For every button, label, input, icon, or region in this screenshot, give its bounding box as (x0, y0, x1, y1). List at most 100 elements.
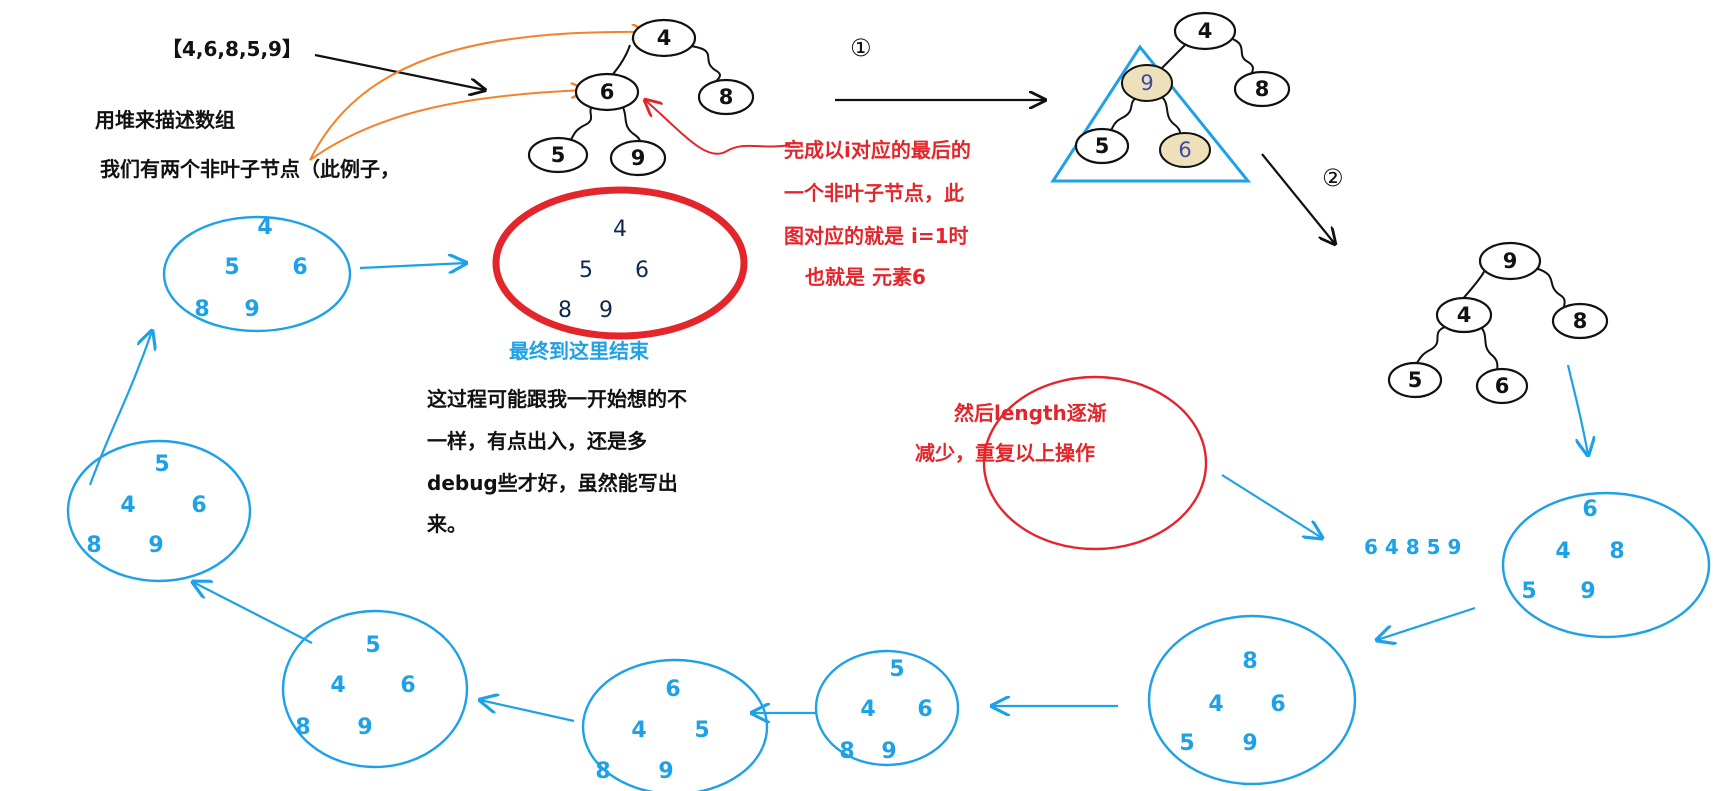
step2-to-heap1-arrow (1566, 364, 1588, 455)
heap4-top: 6 (665, 677, 680, 702)
description-line-1: 用堆来描述数组 (95, 108, 235, 132)
tree-initial-left-left: 5 (551, 143, 566, 167)
red-note: 完成以i对应的最后的 一个非叶子节点，此 图对应的就是 i=1时 也就是 元素6 (784, 138, 971, 289)
description-line-2: 我们有两个非叶子节点（此例子， (100, 157, 400, 181)
final-bottom-right: 9 (599, 298, 613, 323)
red-ellipse-line-1: 然后length逐渐 (954, 401, 1107, 425)
tree-step1-left-left: 5 (1095, 134, 1110, 158)
heap4-to-heap5-arrow (480, 700, 575, 723)
heap1-mid-left: 4 (1555, 539, 1570, 564)
final-state: 4 5 6 8 9 (492, 186, 748, 340)
heap2-bottom-left: 5 (1179, 731, 1194, 756)
black-note-line-4: 来。 (426, 512, 467, 536)
tree-step2-right: 8 (1573, 309, 1588, 333)
tree-initial-left-right: 9 (631, 146, 646, 170)
tree-initial: 4 6 8 5 9 (527, 18, 755, 177)
heap1-mid-right: 8 (1609, 539, 1624, 564)
heap6-to-heap7-arrow (88, 331, 152, 486)
heap6-mid-left: 4 (120, 493, 135, 518)
heap7-bottom-left: 8 (194, 297, 209, 322)
red-pointer-to-node6 (645, 100, 791, 155)
heap7-mid-left: 5 (224, 255, 239, 280)
heap-state-4: 6 4 5 8 9 (581, 658, 769, 791)
tree-step2-left-right: 6 (1495, 374, 1510, 398)
heap4-bottom-right: 9 (658, 759, 673, 784)
step-1-marker: ① (850, 34, 872, 62)
black-note-line-3: debug些才好，虽然能写出 (427, 471, 678, 495)
heap3-bottom-left: 8 (839, 739, 854, 764)
heap-state-6: 5 4 6 8 9 (66, 439, 252, 583)
heap-state-5: 5 4 6 8 9 (281, 609, 469, 769)
final-bottom-left: 8 (558, 298, 572, 323)
red-note-line-4: 也就是 元素6 (805, 265, 926, 289)
heap2-bottom-right: 9 (1242, 731, 1257, 756)
tree-step1-left: 9 (1140, 71, 1153, 95)
red-note-line-1: 完成以i对应的最后的 (784, 138, 971, 162)
final-caption: 最终到这里结束 (509, 339, 650, 363)
heap3-mid-right: 6 (917, 697, 932, 722)
red-note-line-2: 一个非叶子节点，此 (784, 181, 964, 205)
heap1-to-heap2-arrow (1377, 606, 1476, 640)
red-note-to-sequence-arrow (1221, 474, 1322, 538)
heap3-bottom-right: 9 (881, 739, 896, 764)
heap-state-3: 5 4 6 8 9 (814, 649, 960, 767)
tree-step1: 4 9 8 5 6 (1050, 11, 1291, 183)
array-label: 【4,6,8,5,9】 (162, 37, 302, 61)
heap6-bottom-left: 8 (86, 533, 101, 558)
heap7-top: 4 (257, 215, 272, 240)
step-2-marker: ② (1322, 164, 1344, 192)
heap7-to-final-arrow (359, 263, 466, 268)
heap-state-7: 4 5 6 8 9 (162, 215, 352, 333)
heap4-mid-right: 5 (694, 718, 709, 743)
heap6-top: 5 (154, 452, 169, 477)
tree-initial-root: 4 (657, 26, 672, 50)
tree-step2-left: 4 (1457, 303, 1472, 327)
tree-initial-right: 8 (719, 85, 734, 109)
heap5-top: 5 (365, 633, 380, 658)
heap5-mid-left: 4 (330, 673, 345, 698)
tree-step1-left-right: 6 (1178, 138, 1191, 162)
heap3-top: 5 (889, 657, 904, 682)
heap-state-2: 8 4 6 5 9 (1147, 614, 1357, 786)
heap1-bottom-right: 9 (1580, 579, 1595, 604)
heap4-mid-left: 4 (631, 718, 646, 743)
heap2-mid-left: 4 (1208, 692, 1223, 717)
sequence-text: 6 4 8 5 9 (1364, 535, 1461, 559)
black-note-line-1: 这过程可能跟我一开始想的不 (427, 387, 687, 411)
tree-step2-left-left: 5 (1408, 368, 1423, 392)
heap5-to-heap6-arrow (193, 582, 313, 644)
heap1-top: 6 (1582, 497, 1597, 522)
tree-step1-root: 4 (1198, 19, 1213, 43)
heap7-mid-right: 6 (292, 255, 307, 280)
tree-initial-left: 6 (600, 80, 615, 104)
subtree-triangle (1050, 44, 1252, 183)
tree-step1-right: 8 (1255, 77, 1270, 101)
heap2-mid-right: 6 (1270, 692, 1285, 717)
red-ellipse-note: 然后length逐渐 减少，重复以上操作 (915, 375, 1208, 551)
tree-step2: 9 4 8 5 6 (1387, 241, 1609, 405)
final-top: 4 (613, 217, 627, 242)
array-to-tree-arrow (314, 53, 485, 90)
final-mid-left: 5 (579, 258, 593, 283)
heap6-bottom-right: 9 (148, 533, 163, 558)
heap2-top: 8 (1242, 649, 1257, 674)
tree-step2-root: 9 (1503, 249, 1518, 273)
orange-arrow-to-root (309, 32, 646, 161)
heap6-mid-right: 6 (191, 493, 206, 518)
step-2-arrow (1261, 153, 1335, 244)
red-note-line-3: 图对应的就是 i=1时 (784, 224, 969, 248)
orange-arrow-to-node6 (309, 90, 585, 161)
red-ellipse-line-2: 减少，重复以上操作 (915, 441, 1095, 465)
final-mid-right: 6 (635, 258, 649, 283)
black-note-line-2: 一样，有点出入，还是多 (427, 429, 647, 453)
heap7-bottom-right: 9 (244, 297, 259, 322)
heap3-mid-left: 4 (860, 697, 875, 722)
heap1-bottom-left: 5 (1521, 579, 1536, 604)
heap5-mid-right: 6 (400, 673, 415, 698)
black-note: 这过程可能跟我一开始想的不 一样，有点出入，还是多 debug些才好，虽然能写出… (426, 387, 687, 536)
heap5-bottom-left: 8 (295, 715, 310, 740)
heap4-bottom-left: 8 (595, 759, 610, 784)
heap5-bottom-right: 9 (357, 715, 372, 740)
heap-state-1: 6 4 8 5 9 (1501, 491, 1711, 639)
